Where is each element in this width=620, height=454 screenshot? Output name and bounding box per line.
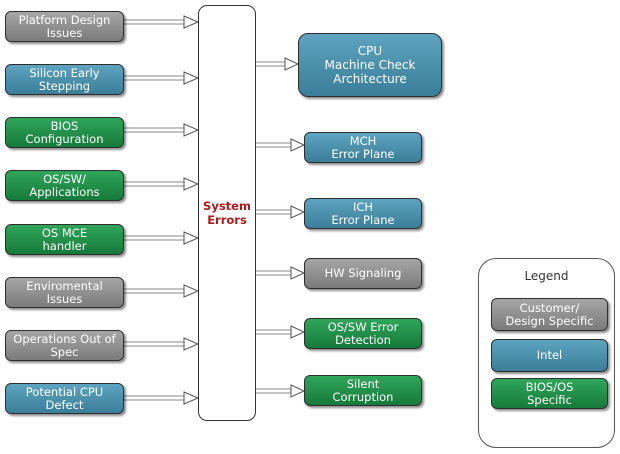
system-errors-label: System Errors — [203, 199, 251, 227]
outcome-silent-corruption: Silent Corruption — [304, 375, 422, 406]
outcome-os-sw-error-detection: OS/SW Error Detection — [304, 318, 422, 349]
arrow-operations — [124, 337, 200, 351]
system-errors-node: System Errors — [198, 5, 256, 421]
legend-bios-os: BIOS/OS Specific — [491, 378, 608, 409]
legend-title: Legend — [524, 269, 569, 283]
cause-platform-design: Platform Design Issues — [5, 11, 124, 42]
legend-customer-design: Customer/ Design Specific — [491, 298, 608, 331]
arrow-to-ich — [256, 205, 306, 219]
cause-bios-configuration: BIOS Configuration — [5, 117, 124, 148]
outcome-cpu-machine-check: CPU Machine Check Architecture — [298, 33, 442, 97]
outcome-mch-error-plane: MCH Error Plane — [304, 132, 422, 163]
cause-operations-out-of-spec: Operations Out of Spec — [5, 330, 124, 361]
arrow-environmental — [124, 284, 200, 298]
arrow-cpu-defect — [124, 391, 200, 405]
cause-os-mce-handler: OS MCE handler — [5, 224, 124, 255]
cause-os-sw-applications: OS/SW/ Applications — [5, 170, 124, 201]
cause-environmental-issues: Enviromental Issues — [5, 277, 124, 308]
arrow-to-hw-signaling — [256, 266, 306, 280]
outcome-ich-error-plane: ICH Error Plane — [304, 198, 422, 229]
arrow-to-mch — [256, 138, 306, 152]
arrow-os-mce — [124, 231, 200, 245]
arrow-to-cpu-mca — [256, 57, 300, 71]
arrow-silicon-early — [124, 71, 200, 85]
legend: Legend Customer/ Design Specific Intel B… — [478, 258, 615, 448]
arrow-platform-design — [124, 15, 200, 29]
arrow-to-os-sw-detection — [256, 325, 306, 339]
arrow-to-silent-corruption — [256, 384, 306, 398]
cause-potential-cpu-defect: Potential CPU Defect — [5, 383, 124, 414]
outcome-hw-signaling: HW Signaling — [304, 258, 422, 289]
arrow-os-sw-apps — [124, 177, 200, 191]
cause-silicon-early-stepping: Silicon Early Stepping — [5, 64, 124, 95]
legend-intel: Intel — [491, 339, 608, 372]
arrow-bios-config — [124, 123, 200, 137]
